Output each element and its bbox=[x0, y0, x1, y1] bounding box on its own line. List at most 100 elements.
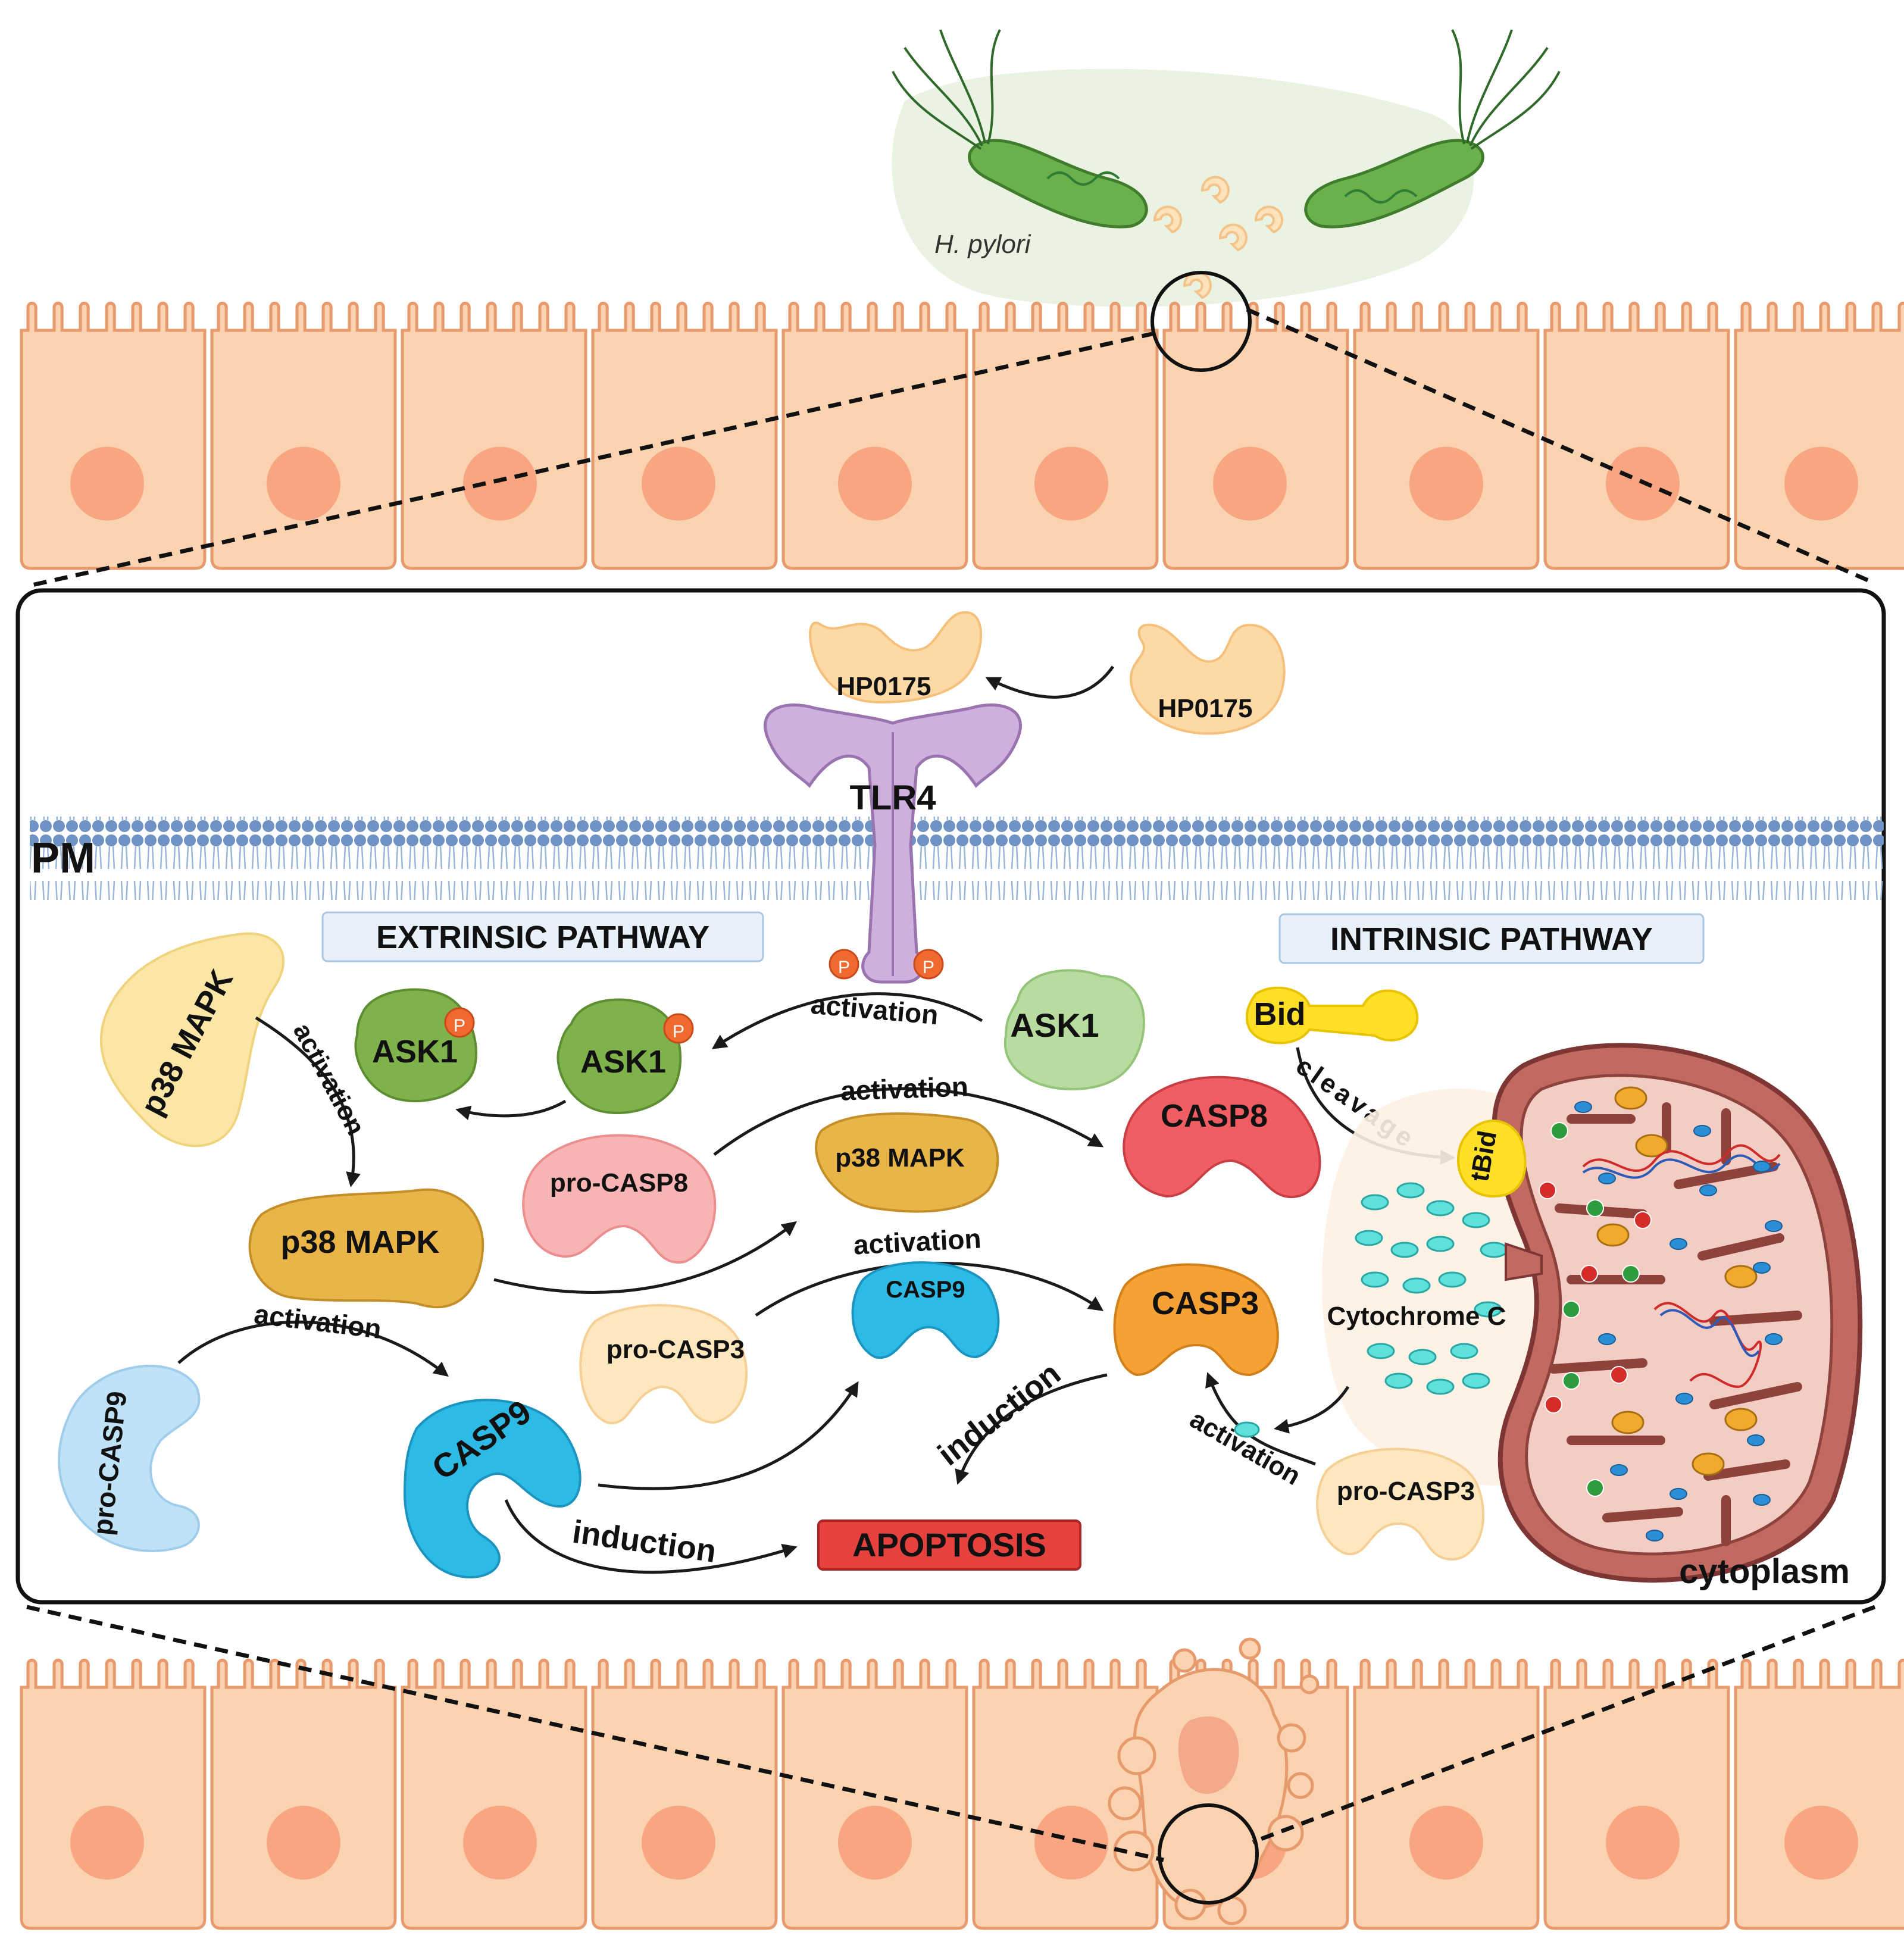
nucleus bbox=[642, 1806, 715, 1880]
matrix-particle bbox=[1699, 1184, 1717, 1196]
epithelial-cell bbox=[401, 301, 587, 570]
epithelial-cell bbox=[1734, 301, 1904, 570]
tlr4-label: TLR4 bbox=[850, 778, 936, 817]
epithelial-cell bbox=[1734, 1658, 1904, 1930]
cytoplasm-label: cytoplasm bbox=[1679, 1552, 1850, 1591]
epithelial-cell bbox=[210, 1658, 397, 1930]
pro-casp8-protein bbox=[522, 1134, 717, 1264]
apoptosis-label: APOPTOSIS bbox=[852, 1526, 1046, 1564]
cytochrome-c-molecule bbox=[1462, 1212, 1490, 1228]
cytochrome-c-molecule bbox=[1450, 1343, 1478, 1359]
casp9-small-label: CASP9 bbox=[886, 1277, 965, 1303]
nucleus bbox=[1606, 1806, 1680, 1880]
activation-label: activation bbox=[853, 1222, 982, 1260]
cytochrome-c-molecule bbox=[1426, 1200, 1455, 1217]
ask1-protein bbox=[1003, 969, 1145, 1091]
cytochrome-c-molecule bbox=[1384, 1372, 1413, 1389]
p38-mapk-inactive-protein bbox=[99, 932, 285, 1147]
pro-casp3-right-label: pro-CASP3 bbox=[1337, 1477, 1475, 1506]
cytochrome-c-molecule bbox=[1390, 1242, 1419, 1258]
matrix-particle bbox=[1765, 1220, 1783, 1232]
epithelial-cell bbox=[591, 1658, 778, 1930]
ion-icon bbox=[1562, 1300, 1580, 1318]
nucleus bbox=[1409, 1806, 1483, 1880]
bacterium-icon bbox=[892, 29, 1148, 229]
nucleus bbox=[1409, 446, 1483, 521]
cytochrome-c-molecule bbox=[1408, 1349, 1437, 1365]
pro-casp8-label: pro-CASP8 bbox=[550, 1168, 688, 1197]
ion-icon bbox=[1539, 1181, 1556, 1199]
pro-casp9-protein bbox=[58, 1365, 201, 1552]
cytochrome-c-molecule bbox=[1234, 1421, 1260, 1438]
ion-icon bbox=[1586, 1199, 1604, 1217]
tlr4-receptor bbox=[764, 703, 1022, 984]
hp0175-bound-label: HP0175 bbox=[836, 672, 931, 701]
epithelial-cell bbox=[20, 1658, 207, 1930]
nucleus bbox=[838, 446, 912, 521]
nucleus bbox=[70, 1806, 144, 1880]
arrow-ask1 bbox=[455, 1099, 567, 1120]
nucleus bbox=[1034, 1806, 1108, 1880]
arrow-p38 bbox=[493, 1221, 797, 1294]
arrow-activation-casp3-right bbox=[1205, 1372, 1316, 1466]
matrix-particle bbox=[1675, 1393, 1693, 1405]
pro-casp3-right-protein bbox=[1316, 1447, 1485, 1561]
matrix-particle bbox=[1753, 1161, 1771, 1172]
pore-channel bbox=[1505, 1242, 1543, 1281]
cytochrome-c-label: Cytochrome C bbox=[1327, 1302, 1506, 1331]
nucleus bbox=[1784, 446, 1858, 521]
matrix-particle bbox=[1693, 1125, 1711, 1137]
cytochrome-c-molecule bbox=[1426, 1236, 1455, 1252]
arrow-binding bbox=[985, 665, 1115, 699]
matrix-particle bbox=[1753, 1262, 1771, 1274]
casp3-protein bbox=[1113, 1263, 1279, 1377]
epithelial-cell bbox=[210, 301, 397, 570]
apoptotic-cell bbox=[1108, 1637, 1320, 1925]
nucleus bbox=[1034, 446, 1108, 521]
matrix-particle bbox=[1574, 1101, 1592, 1113]
p38-mid-label: p38 MAPK bbox=[835, 1143, 965, 1172]
ask1-phospho-protein: P bbox=[556, 998, 694, 1114]
pro-casp3-mid-protein bbox=[579, 1304, 748, 1425]
cytochrome-c-molecule bbox=[1361, 1271, 1389, 1288]
p38-mapk-mid-protein bbox=[815, 1112, 999, 1213]
matrix-particle bbox=[1747, 1434, 1765, 1446]
h-pylori-region: H. pylori bbox=[892, 29, 1561, 307]
epithelial-cell bbox=[20, 301, 207, 570]
ion-icon bbox=[1545, 1396, 1562, 1414]
arrow-casp9 bbox=[598, 1381, 859, 1490]
epithelial-cell-row-top bbox=[20, 301, 1904, 570]
cytochrome-c-molecule bbox=[1426, 1378, 1455, 1395]
svg-text:P: P bbox=[923, 958, 934, 977]
svg-text:P: P bbox=[673, 1022, 684, 1042]
ask1-phospho-left-label: ASK1 bbox=[372, 1034, 458, 1070]
epithelial-cell bbox=[972, 1658, 1159, 1930]
arrow-induction-casp3 bbox=[955, 1373, 1108, 1485]
ion-icon bbox=[1562, 1372, 1580, 1390]
nucleus bbox=[463, 1806, 537, 1880]
matrix-particle bbox=[1598, 1333, 1616, 1345]
matrix-particle bbox=[1669, 1238, 1687, 1250]
cytochrome-c-molecule bbox=[1480, 1242, 1508, 1258]
bacterium-icon bbox=[1304, 29, 1561, 229]
nucleus bbox=[838, 1806, 912, 1880]
epithelial-cell-row-bottom bbox=[20, 1658, 1904, 1930]
nucleus bbox=[463, 446, 537, 521]
extrinsic-pathway-box bbox=[321, 911, 764, 962]
epithelial-cell bbox=[1543, 1658, 1730, 1930]
casp9-large-protein bbox=[403, 1399, 581, 1579]
zoom-indicator bbox=[26, 271, 1876, 1905]
nucleus bbox=[267, 1806, 340, 1880]
phospho-badge: P P bbox=[828, 949, 944, 980]
epithelial-cell bbox=[591, 301, 778, 570]
matrix-particle bbox=[1765, 1333, 1783, 1345]
svg-text:P: P bbox=[454, 1016, 465, 1036]
h-pylori-label: H. pylori bbox=[934, 230, 1031, 259]
ion-icon bbox=[1550, 1122, 1568, 1140]
cytochrome-c-molecule bbox=[1474, 1301, 1502, 1318]
epithelial-cell bbox=[972, 301, 1159, 570]
membrane-label: PM bbox=[31, 834, 95, 882]
arrow-cytochrome-release bbox=[1274, 1386, 1350, 1434]
arrow-activation-casp8 bbox=[713, 1087, 1104, 1156]
